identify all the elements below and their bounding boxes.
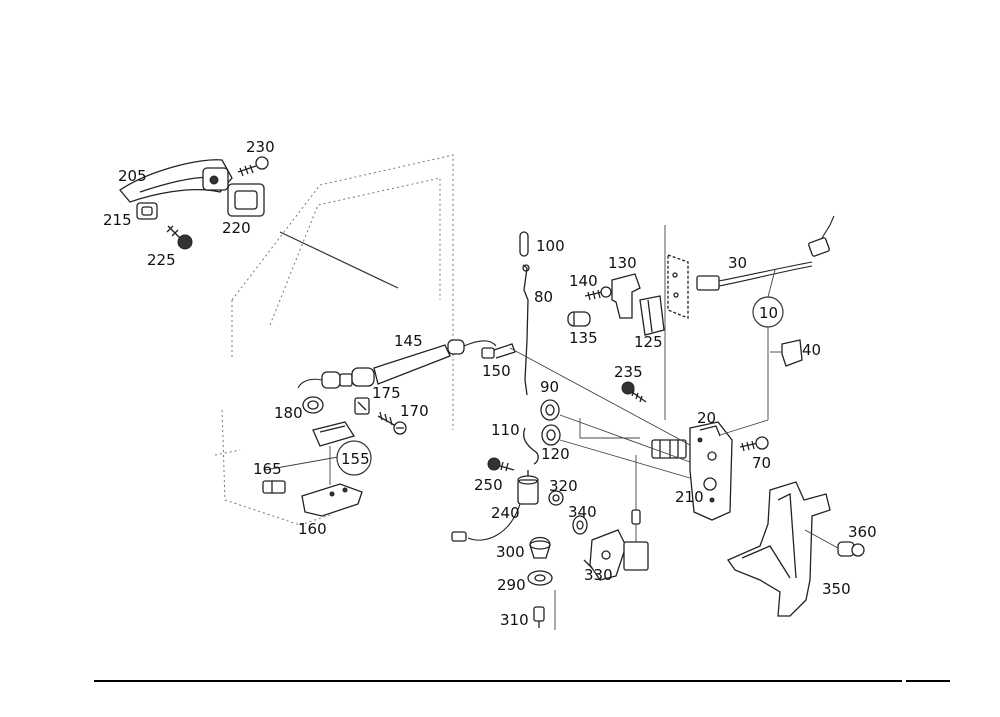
gasket-215 (136, 202, 158, 220)
screw-140 (584, 286, 612, 301)
linkage-rods (509, 347, 691, 479)
label-220: 220 (222, 219, 251, 237)
label-140: 140 (569, 272, 598, 290)
label-90: 90 (540, 378, 559, 396)
grommet-320 (548, 490, 564, 506)
label-20: 20 (697, 409, 716, 427)
label-300: 300 (496, 543, 525, 561)
grommet-300 (529, 536, 551, 559)
label-150: 150 (482, 362, 511, 380)
label-320: 320 (549, 477, 578, 495)
door-post-plate (664, 225, 689, 420)
screw-170 (377, 411, 407, 435)
washer-340 (572, 515, 588, 535)
leader-lines-left (264, 446, 339, 485)
clip-110 (523, 427, 539, 465)
escutcheon-160 (301, 483, 363, 517)
label-330: 330 (584, 566, 613, 584)
label-340: 340 (568, 503, 597, 521)
label-110: 110 (491, 421, 520, 439)
label-155: 155 (341, 450, 370, 468)
label-235: 235 (614, 363, 643, 381)
bushing-90 (540, 399, 560, 421)
clip-175 (354, 397, 370, 415)
connector-block (651, 439, 687, 459)
label-100: 100 (536, 237, 565, 255)
screw-360 (804, 529, 865, 557)
label-40: 40 (802, 341, 821, 359)
cable-145 (297, 339, 497, 389)
door-outline (214, 154, 454, 526)
label-145: 145 (394, 332, 423, 350)
bracket-330 (583, 529, 627, 581)
screw-70 (739, 436, 769, 452)
plug-290 (527, 570, 553, 586)
label-130: 130 (608, 254, 637, 272)
label-155-circle (336, 440, 372, 476)
label-10-circle (752, 296, 784, 328)
leader-10 (719, 269, 776, 436)
bracket-130 (611, 273, 641, 319)
label-30: 30 (728, 254, 747, 272)
trim-350 (727, 481, 831, 617)
lock-knob-rod (519, 231, 530, 396)
label-205: 205 (118, 167, 147, 185)
label-215: 215 (103, 211, 132, 229)
label-230: 230 (246, 138, 275, 156)
label-10: 10 (759, 304, 778, 322)
label-120: 120 (541, 445, 570, 463)
label-80: 80 (534, 288, 553, 306)
label-70: 70 (752, 454, 771, 472)
gasket-220 (227, 183, 265, 217)
label-225: 225 (147, 251, 176, 269)
label-310: 310 (500, 611, 529, 629)
clip-40 (770, 339, 803, 367)
label-350: 350 (822, 580, 851, 598)
clip-125 (639, 295, 665, 336)
inner-handle-155 (312, 421, 356, 447)
screw-230 (237, 156, 269, 177)
clip-150 (481, 343, 516, 359)
screw-225 (166, 225, 193, 250)
bushing-120 (541, 424, 561, 446)
wiring-harness-30 (696, 215, 835, 291)
screw-235 (621, 381, 647, 403)
label-175: 175 (372, 384, 401, 402)
label-125: 125 (634, 333, 663, 351)
label-165: 165 (253, 460, 282, 478)
bushing-180 (302, 396, 324, 414)
label-180: 180 (274, 404, 303, 422)
label-135: 135 (569, 329, 598, 347)
label-160: 160 (298, 520, 327, 538)
clip-165 (262, 480, 286, 494)
label-170: 170 (400, 402, 429, 420)
label-210: 210 (675, 488, 704, 506)
label-240: 240 (491, 504, 520, 522)
label-360: 360 (848, 523, 877, 541)
screw-135 (567, 311, 591, 327)
label-290: 290 (497, 576, 526, 594)
screw-310 (533, 590, 556, 630)
actuator-240 (451, 470, 539, 542)
door-lock-20 (689, 421, 733, 521)
screw-250 (487, 457, 515, 472)
switch-210 (623, 455, 649, 571)
label-250: 250 (474, 476, 503, 494)
outer-door-handle (119, 159, 233, 203)
callout-labels: 205 230 215 220 225 100 130 140 80 135 1… (103, 138, 877, 629)
